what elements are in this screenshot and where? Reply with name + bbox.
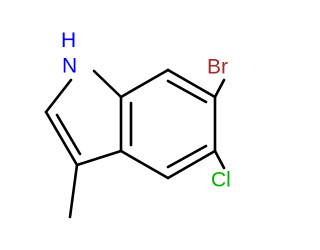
bond-c5-c4-inner bbox=[166, 144, 208, 169]
bromine-label: Br bbox=[207, 56, 228, 79]
bond-n1-c7a bbox=[92, 69, 123, 99]
bond-c7-c6 bbox=[166, 68, 217, 99]
bond-c7a-c7 bbox=[119, 68, 170, 99]
bond-c3-c3a bbox=[75, 149, 123, 167]
bond-c4-c3a bbox=[119, 149, 170, 180]
chlorine-label: Cl bbox=[211, 169, 231, 192]
bond-n1-c2 bbox=[44, 78, 73, 114]
nitrogen-label: H bbox=[61, 29, 76, 52]
molecule-structure: H N Br Cl bbox=[44, 29, 231, 219]
atom-labels: H N Br Cl bbox=[61, 29, 231, 192]
bond-c5-c4 bbox=[166, 149, 217, 180]
bond-c2-c3 bbox=[44, 110, 79, 167]
bond-c2-c3-inner bbox=[55, 113, 82, 156]
bond-c3-methyl bbox=[68, 163, 79, 219]
bond-c5-cl bbox=[213, 149, 226, 170]
bond-c6-br bbox=[213, 78, 226, 99]
bond-c7-c6-inner bbox=[166, 79, 208, 104]
hydrogen-label: H bbox=[61, 29, 76, 52]
bonds bbox=[44, 68, 226, 219]
nitrogen-symbol: N bbox=[62, 55, 77, 78]
